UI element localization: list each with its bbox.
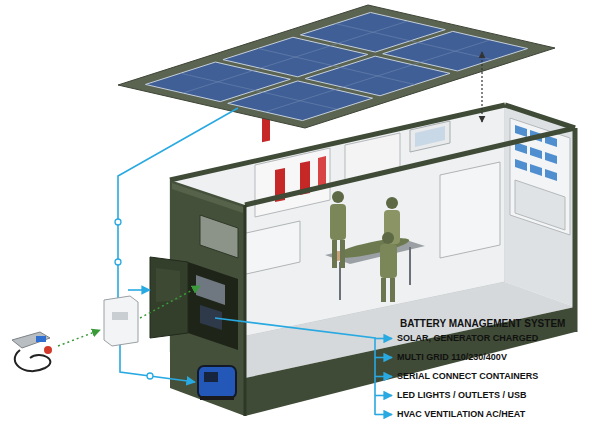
feature-item: MULTI GRID 110/230/400V: [397, 352, 507, 363]
feature-item: SERIAL CONNECT CONTAINERS: [397, 371, 538, 382]
feature-item: HVAC VENTILATION AC/HEAT: [397, 409, 525, 420]
feature-item: LED LIGHTS / OUTLETS / USB: [397, 390, 527, 401]
list-heading: BATTERY MANAGEMENT SYSTEM: [400, 318, 565, 329]
feature-item: SOLAR, GENERATOR CHARGED: [397, 333, 538, 344]
